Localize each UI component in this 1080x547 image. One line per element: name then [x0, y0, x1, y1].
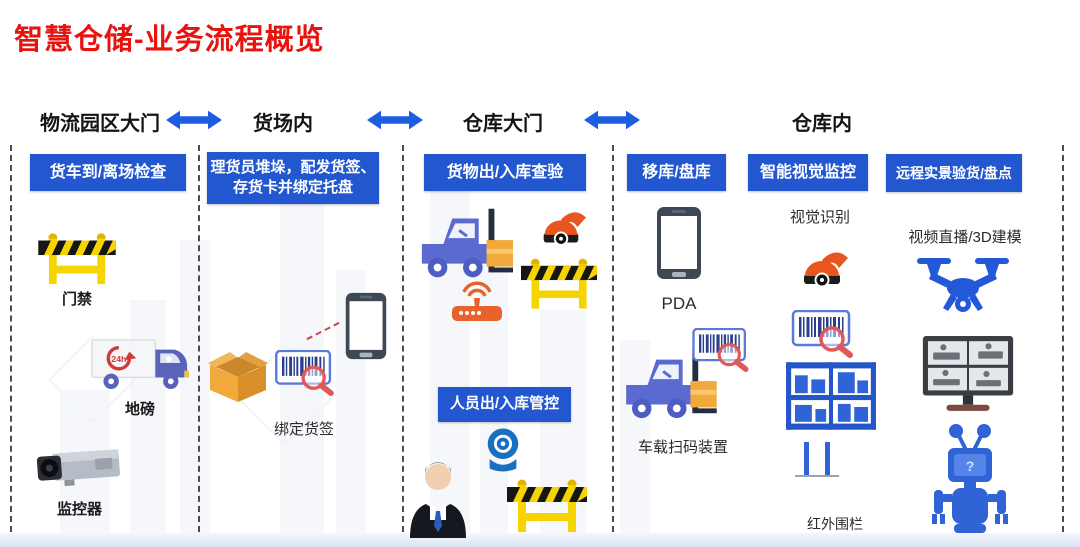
wifi-router-icon [450, 280, 504, 324]
label-tally: 理货员堆垛，配发货签、 存货卡并绑定托盘 [207, 152, 379, 204]
caption-visual-recognition: 视觉识别 [789, 209, 850, 226]
open-box-icon [206, 344, 270, 404]
drone-icon [914, 256, 1012, 318]
dome-camera-icon [794, 246, 850, 298]
caption-bind-tag: 绑定货签 [273, 421, 334, 438]
zone-warehouse-gate: 仓库大门 [463, 113, 543, 135]
warehouse-rack-icon [784, 360, 878, 432]
double-arrow-icon [166, 108, 222, 132]
zone-yard: 货场内 [253, 113, 313, 135]
page-title: 智慧仓储-业务流程概览 [14, 24, 325, 56]
caption-pda: PDA [661, 294, 697, 313]
barrier-gate-icon [507, 471, 587, 535]
double-arrow-icon [584, 108, 640, 132]
caption-camera: 监控器 [56, 501, 102, 518]
zone-warehouse-inside: 仓库内 [792, 113, 852, 135]
caption-video-3d: 视频直播/3D建模 [908, 229, 1022, 246]
robot-icon [924, 418, 1016, 536]
divider [198, 145, 200, 532]
truck-icon [90, 336, 190, 392]
dome-camera-icon [534, 206, 588, 256]
label-goods-check: 货物出/入库查验 [424, 154, 586, 191]
divider [402, 145, 404, 532]
barcode-scan-icon [274, 350, 336, 396]
monitor-wall-icon [920, 334, 1016, 414]
label-move-stocktake: 移库/盘库 [627, 154, 726, 191]
barrier-gate-icon [38, 226, 116, 286]
caption-gate: 门禁 [61, 291, 92, 308]
divider [10, 145, 12, 532]
label-remote-inspection: 远程实景验货/盘点 [886, 154, 1022, 192]
caption-weighbridge: 地磅 [124, 401, 155, 418]
barrier-gate-icon [521, 250, 597, 312]
barcode-scan-icon [690, 328, 752, 372]
infrared-fence-icon [794, 440, 840, 482]
webcam-icon [482, 426, 524, 473]
divider [1062, 145, 1064, 532]
pda-phone-icon [655, 206, 703, 280]
bottom-strip [0, 533, 1080, 547]
label-visual-monitoring: 智能视觉监控 [748, 154, 868, 191]
smartphone-icon [344, 292, 388, 360]
caption-infrared-fence: 红外围栏 [807, 516, 863, 532]
label-truck-check: 货车到/离场检查 [30, 154, 186, 191]
person-icon [406, 460, 470, 538]
divider [612, 145, 614, 532]
label-personnel-control: 人员出/入库管控 [438, 387, 571, 422]
zone-park-gate: 物流园区大门 [40, 113, 160, 135]
forklift-icon [416, 204, 514, 284]
caption-vehicle-scanner: 车载扫码装置 [637, 439, 728, 456]
cctv-camera-icon [32, 440, 127, 496]
barcode-scan-icon [790, 310, 856, 358]
double-arrow-icon [367, 108, 423, 132]
